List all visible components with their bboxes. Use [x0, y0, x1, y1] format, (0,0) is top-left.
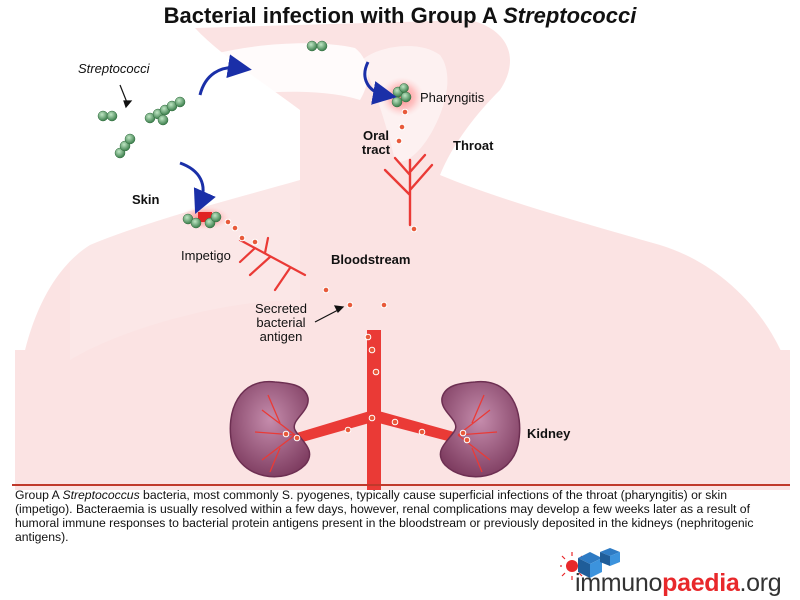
nasal-passage [210, 43, 368, 100]
secreted-antigen-dots [224, 108, 471, 444]
left-kidney [229, 381, 311, 478]
immunopaedia-logo-graphic [560, 548, 620, 580]
throat-capillaries [383, 153, 434, 227]
skin-capillaries [238, 236, 307, 292]
caption-part1: Group A [15, 488, 63, 502]
label-kidney: Kidney [527, 426, 571, 441]
pointer-arrows [119, 84, 345, 323]
body-silhouette [15, 20, 790, 490]
skin-region [70, 180, 300, 360]
title-text: Bacterial infection with Group A [163, 3, 504, 28]
logo-part1: immuno [575, 569, 663, 597]
label-secreted-antigen: Secreted bacterial antigen [254, 301, 308, 344]
label-throat: Throat [453, 138, 494, 153]
logo-wordmark[interactable]: immunopaedia.org [575, 569, 782, 598]
label-oral-tract: Oral tract [361, 128, 391, 157]
caption-part2: bacteria, most commonly S. pyogenes, typ… [15, 488, 754, 544]
label-streptococci: Streptococci [78, 61, 150, 76]
label-impetigo: Impetigo [181, 248, 231, 263]
caption: Group A Streptococcus bacteria, most com… [15, 488, 787, 544]
label-skin: Skin [132, 192, 160, 207]
infection-diagram [15, 20, 790, 490]
logo-part2: paedia [662, 569, 740, 597]
caption-divider [12, 484, 790, 486]
right-kidney [439, 381, 521, 478]
label-pharyngitis: Pharyngitis [420, 90, 485, 105]
label-bloodstream: Bloodstream [331, 252, 411, 267]
caption-italic: Streptococcus [62, 488, 140, 502]
logo-part3: .org [739, 569, 782, 597]
page-title: Bacterial infection with Group A Strepto… [0, 3, 800, 29]
kidney-vessels [254, 394, 498, 473]
impetigo-lesion [198, 212, 212, 222]
infection-arrows [179, 54, 397, 214]
title-italic: Streptococci [503, 3, 637, 28]
